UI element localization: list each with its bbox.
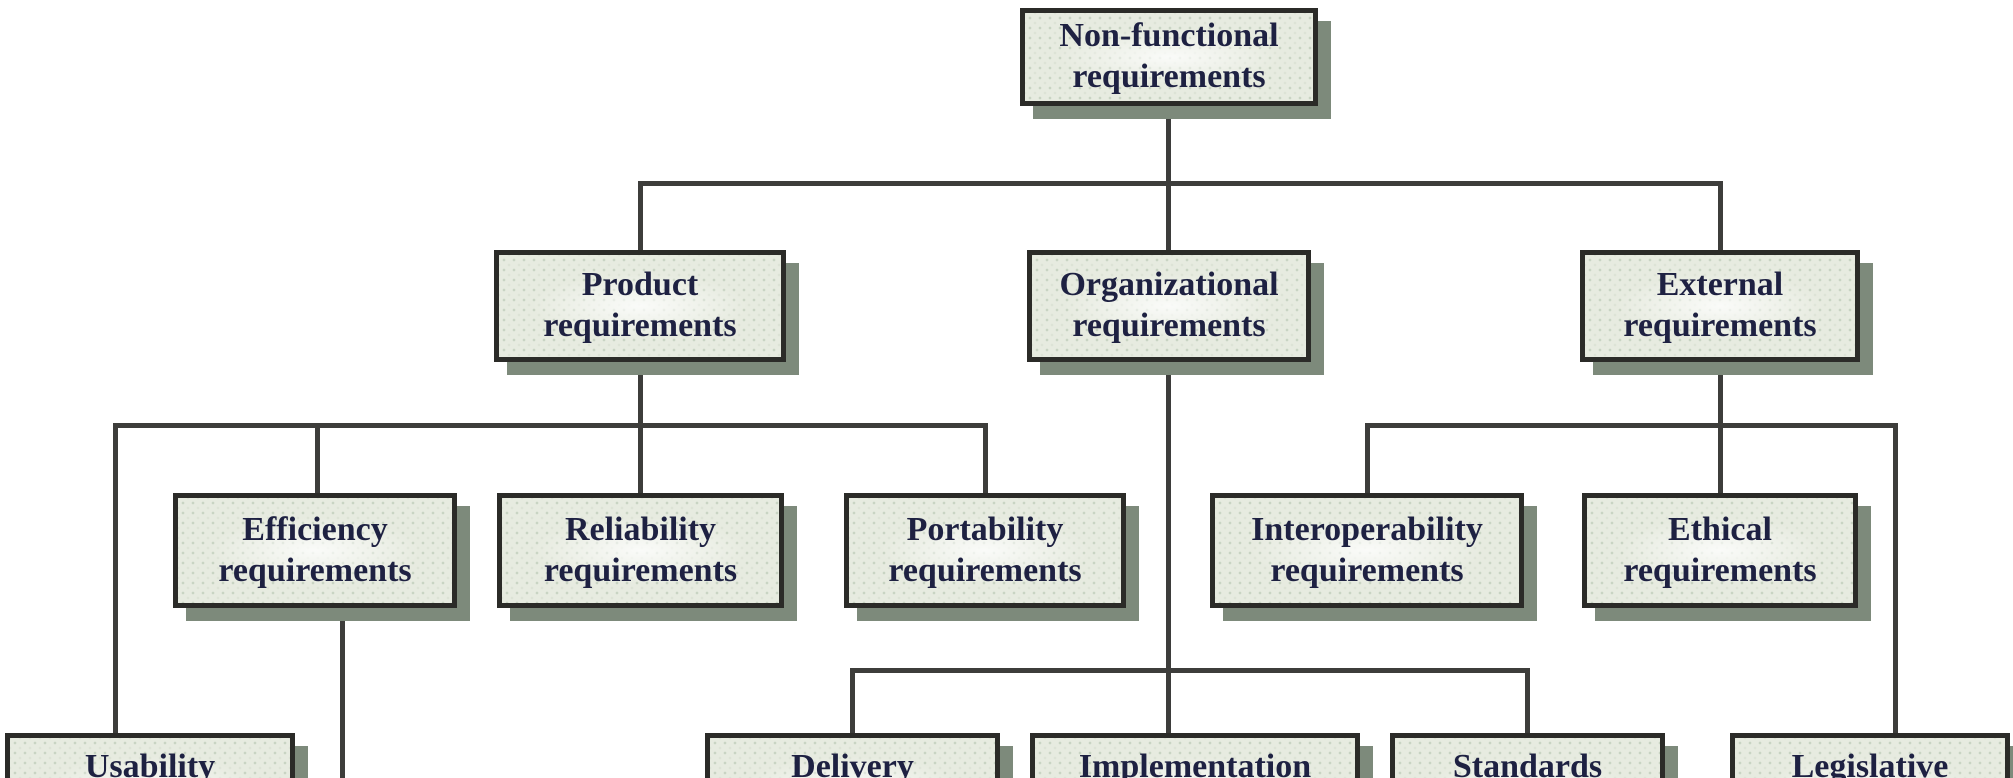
node-label-line: requirements [1072,58,1266,95]
node-label-line: Product [581,266,699,304]
connector-drop-standards [1525,668,1530,735]
node-label-line: Interoperability [1251,510,1483,548]
node-interoperability-requirements: Interoperability requirements [1210,493,1524,608]
node-external-requirements: External requirements [1580,250,1860,362]
node-label-line: Portability [906,510,1064,548]
connector-drop-efficiency [315,423,320,495]
node-non-functional-requirements: Non-functional requirements [1020,8,1318,106]
node-portability-requirements: Portability requirements [844,493,1126,608]
connector-drop-organizational [1166,181,1171,251]
connector-drop-interoperability [1365,423,1370,495]
node-label-line: Standards [1452,748,1603,778]
node-label-line: requirements [1072,307,1266,344]
node-label-line: requirements [543,307,737,344]
node-label-line: requirements [1270,551,1464,589]
connector-drop-legislative [1893,423,1898,735]
node-label-line: Ethical [1668,510,1772,548]
connector-top-horizontal [638,181,1723,186]
node-standards: Standards [1390,733,1665,778]
connector-drop-usability [113,423,118,735]
node-legislative: Legislative [1730,733,2010,778]
connector-drop-external [1718,181,1723,251]
node-label-line: requirements [1623,307,1817,344]
connector-drop-delivery [850,668,855,735]
node-label-line: Delivery [791,748,914,778]
connector-drop-portability [983,423,988,495]
node-reliability-requirements: Reliability requirements [497,493,784,608]
node-delivery: Delivery [705,733,1000,778]
node-label-line: Non-functional [1059,17,1279,55]
node-ethical-requirements: Ethical requirements [1582,493,1858,608]
node-label-line: Organizational [1059,266,1279,304]
node-label-line: Reliability [564,510,717,548]
node-product-requirements: Product requirements [494,250,786,362]
node-label-line: requirements [1623,551,1817,589]
node-label-line: Implementation [1078,748,1312,778]
connector-middle-horizontal [850,668,1530,673]
node-label-line: Usability [84,748,216,778]
node-label-line: requirements [543,551,738,589]
node-label-line: External [1656,266,1784,304]
node-organizational-requirements: Organizational requirements [1027,250,1311,362]
node-usability: Usability [5,733,295,778]
connector-efficiency-children-stem [340,608,345,778]
connector-root-stem [1166,103,1171,183]
node-implementation: Implementation [1030,733,1360,778]
connector-drop-product [638,181,643,251]
connector-right-horizontal [1365,423,1898,428]
node-label-line: requirements [888,551,1082,589]
node-label-line: Legislative [1791,748,1949,778]
connector-organizational-stem [1166,360,1171,735]
node-efficiency-requirements: Efficiency requirements [173,493,457,608]
node-label-line: requirements [218,551,412,589]
connector-left-horizontal [113,423,988,428]
node-label-line: Efficiency [242,510,388,548]
